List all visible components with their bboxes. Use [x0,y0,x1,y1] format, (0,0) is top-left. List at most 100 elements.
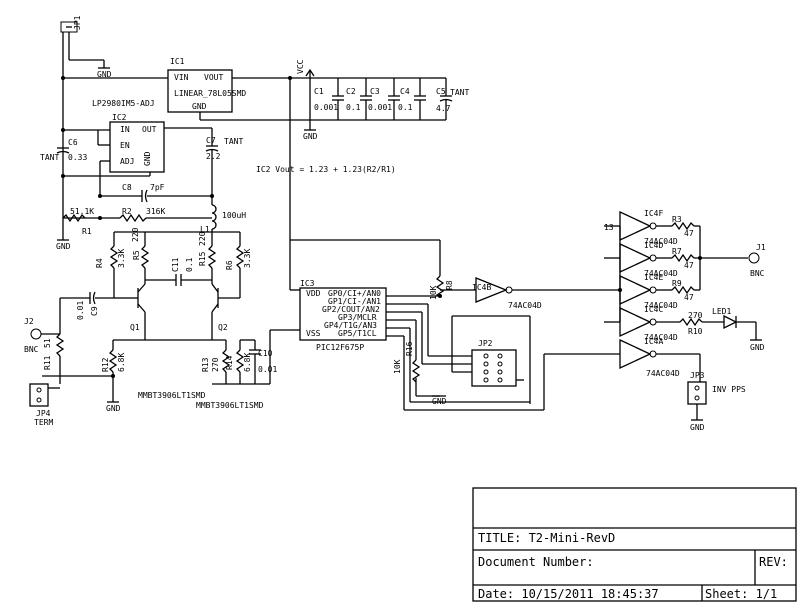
svg-text:IC4D: IC4D [644,241,663,250]
svg-text:GP2/COUT/AN2: GP2/COUT/AN2 [322,305,380,314]
svg-text:6.8K: 6.8K [243,353,252,372]
svg-text:VIN: VIN [174,73,189,82]
svg-text:IC4E: IC4E [644,273,663,282]
svg-text:74AC04D: 74AC04D [508,301,542,310]
svg-text:0.33: 0.33 [68,153,87,162]
ic3-part: PIC12F675P [316,343,364,352]
svg-text:47: 47 [684,293,694,302]
title-block: TITLE: T2-Mini-RevD Document Number: REV… [472,487,797,602]
svg-text:R4: R4 [95,258,104,268]
svg-text:GP1/CI-/AN1: GP1/CI-/AN1 [328,297,381,306]
svg-text:0.01: 0.01 [258,365,277,374]
title-text: TITLE: T2-Mini-RevD [478,531,615,545]
svg-text:ADJ: ADJ [120,157,134,166]
vcc-label: VCC [296,59,305,74]
svg-text:R1: R1 [82,227,92,236]
svg-text:R8: R8 [445,280,454,290]
svg-text:IC4F: IC4F [644,209,663,218]
svg-text:74AC04D: 74AC04D [644,333,678,342]
svg-text:R13: R13 [201,357,210,372]
svg-text:GP0/CI+/AN0: GP0/CI+/AN0 [328,289,381,298]
svg-text:13: 13 [604,223,614,232]
ic1-part: LINEAR_78L05SMD [174,89,246,98]
svg-text:TANT: TANT [224,137,243,146]
svg-text:R11: R11 [43,355,52,370]
svg-text:EN: EN [120,141,130,150]
jp4-connector: JP4 TERM [29,383,60,427]
svg-text:R6: R6 [225,260,234,270]
input-network: 0.01 C9 J2 BNC R11 51 R12 6.8K GND [24,291,126,413]
svg-text:JP3: JP3 [690,371,705,380]
svg-text:GND: GND [303,132,318,141]
svg-text:10K: 10K [429,285,438,300]
svg-text:Q2: Q2 [218,323,228,332]
svg-text:GP5/T1CL: GP5/T1CL [338,329,377,338]
sheet-text: Sheet: 1/1 [705,587,777,601]
svg-text:0.1: 0.1 [398,103,413,112]
svg-text:Q1: Q1 [130,323,140,332]
svg-text:74AC04D: 74AC04D [646,369,680,378]
svg-text:IC4A: IC4A [644,337,663,346]
svg-text:BNC: BNC [24,345,39,354]
svg-text:C8: C8 [122,183,132,192]
svg-text:R3: R3 [672,215,682,224]
ic4-inverter-bank: IC4F 13 IC4D 74AC04D IC4E 74AC04D IC4C 7… [543,209,680,378]
svg-text:R2: R2 [122,207,132,216]
c7-capacitor: C7 2.2 TANT [205,128,243,176]
l1-inductor: L1 100uH [114,200,246,234]
svg-text:R7: R7 [672,247,682,256]
ic1-regulator: IC1 VIN VOUT LINEAR_78L05SMD GND [167,57,446,121]
svg-text:220: 220 [198,231,207,246]
svg-text:R14: R14 [225,355,234,370]
svg-text:270: 270 [688,311,703,320]
svg-text:C7: C7 [206,136,216,145]
svg-text:GND: GND [143,151,152,166]
svg-text:GND: GND [56,242,71,251]
svg-text:MMBT3906LT1SMD: MMBT3906LT1SMD [196,401,264,410]
svg-text:0.1: 0.1 [185,257,194,272]
svg-text:74AC04D: 74AC04D [644,301,678,310]
svg-text:VDD: VDD [306,289,321,298]
vout-formula: IC2 Vout = 1.23 + 1.23(R2/R1) [256,165,396,174]
svg-text:GND: GND [750,343,765,352]
ic3-microcontroller: IC3 VDD GP0/CI+/AN0 GP1/CI-/AN1 GP2/COUT… [290,279,440,352]
svg-text:C5: C5 [436,87,446,96]
svg-text:C4: C4 [400,87,410,96]
svg-text:J1: J1 [756,243,766,252]
svg-text:LED1: LED1 [712,307,731,316]
svg-text:74AC04D: 74AC04D [644,269,678,278]
bias-resistors: R4 3.3K R5 220 R15 220 R6 3.3K C11 0.1 [95,227,252,298]
svg-text:TANT: TANT [40,153,59,162]
svg-text:47: 47 [684,229,694,238]
q2-transistor: Q2 MMBT3906LT1SMD MMBT3906LT1SMD [138,280,264,410]
svg-text:R16: R16 [405,341,414,356]
ic3-label: IC3 [300,279,315,288]
svg-text:0.001: 0.001 [314,103,338,112]
svg-text:GP4/T1G/AN3: GP4/T1G/AN3 [324,321,377,330]
ic2-label: IC2 [112,113,127,122]
svg-text:100uH: 100uH [222,211,246,220]
svg-text:51: 51 [43,338,52,348]
svg-text:2.2: 2.2 [206,152,221,161]
svg-text:R5: R5 [132,250,141,260]
svg-text:3.3K: 3.3K [243,249,252,268]
svg-text:C9: C9 [90,306,99,316]
svg-text:MMBT3906LT1SMD: MMBT3906LT1SMD [138,391,206,400]
rev-label: REV: [759,555,788,569]
j1-bnc: J1 BNC [748,243,766,278]
svg-text:JP4: JP4 [36,409,51,418]
svg-text:OUT: OUT [142,125,157,134]
ic2-part: LP2980IM5-ADJ [92,99,155,108]
jp3-connector: JP3 INV PPS GND [656,353,746,432]
svg-text:BNC: BNC [750,269,765,278]
svg-text:IN: IN [120,125,130,134]
svg-text:7pF: 7pF [150,183,165,192]
ic4b-inverter: IC4B 74AC04D [472,277,620,310]
c6-capacitor: C6 0.33 TANT [40,138,87,162]
svg-text:GND: GND [690,423,705,432]
gnd-label-jp1: GND [97,70,112,79]
svg-text:TANT: TANT [450,88,469,97]
